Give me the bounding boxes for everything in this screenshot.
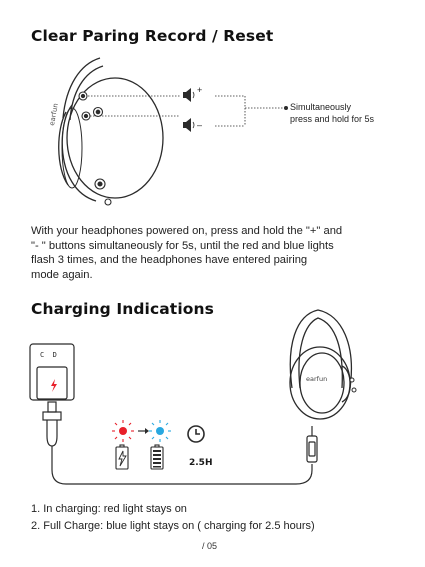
battery-bolt-icon — [118, 450, 127, 467]
reset-instructions: With your headphones powered on, press a… — [31, 224, 401, 282]
leader-lines — [88, 95, 285, 127]
minus-label: – — [197, 120, 203, 130]
earfun-logo-front: earfun — [306, 375, 328, 383]
page-number: / 05 — [202, 541, 218, 551]
indication-item: 1. In charging: red light stays on — [31, 503, 187, 515]
usb-c-plug — [306, 426, 318, 463]
volume-buttons — [78, 91, 112, 206]
instruction-line: mode again. — [31, 268, 93, 281]
battery-full-bars — [153, 450, 161, 468]
usb-cable — [42, 401, 313, 485]
callout-text: Simultaneously press and hold for 5s — [290, 101, 374, 125]
volume-down-icon — [183, 118, 195, 132]
headphone-front — [289, 309, 352, 420]
wall-adapter — [29, 343, 75, 401]
indication-item: 2. Full Charge: blue light stays on ( ch… — [31, 520, 315, 532]
clock-icon — [187, 425, 205, 443]
plus-label: + — [197, 85, 203, 95]
callout-dot — [284, 106, 288, 110]
instruction-line: With your headphones powered on, press a… — [31, 225, 343, 237]
blue-light-icon — [149, 420, 171, 442]
charge-duration: 2.5H — [189, 458, 213, 468]
red-light-icon — [112, 420, 134, 442]
headphone-buttons — [349, 377, 357, 393]
volume-up-icon — [183, 88, 195, 102]
instruction-line: "- " buttons simultaneously for 5s, unti… — [31, 239, 334, 252]
arrow-right-icon — [138, 428, 149, 434]
callout-line: press and hold for 5s — [290, 114, 375, 124]
reset-section-title: Clear Paring Record / Reset — [31, 27, 274, 45]
adapter-pins-label: C D — [40, 351, 57, 359]
charge-icon — [51, 379, 57, 392]
battery-charging-icon — [115, 444, 129, 470]
battery-full-icon — [150, 444, 164, 470]
earcup-face — [61, 107, 83, 189]
charging-section-title: Charging Indications — [31, 300, 214, 318]
instruction-line: flash 3 times, and the headphones have e… — [31, 254, 308, 267]
charging-indications-list: 1. In charging: red light stays on 2. Fu… — [31, 503, 315, 537]
callout-line: Simultaneously — [290, 102, 352, 112]
